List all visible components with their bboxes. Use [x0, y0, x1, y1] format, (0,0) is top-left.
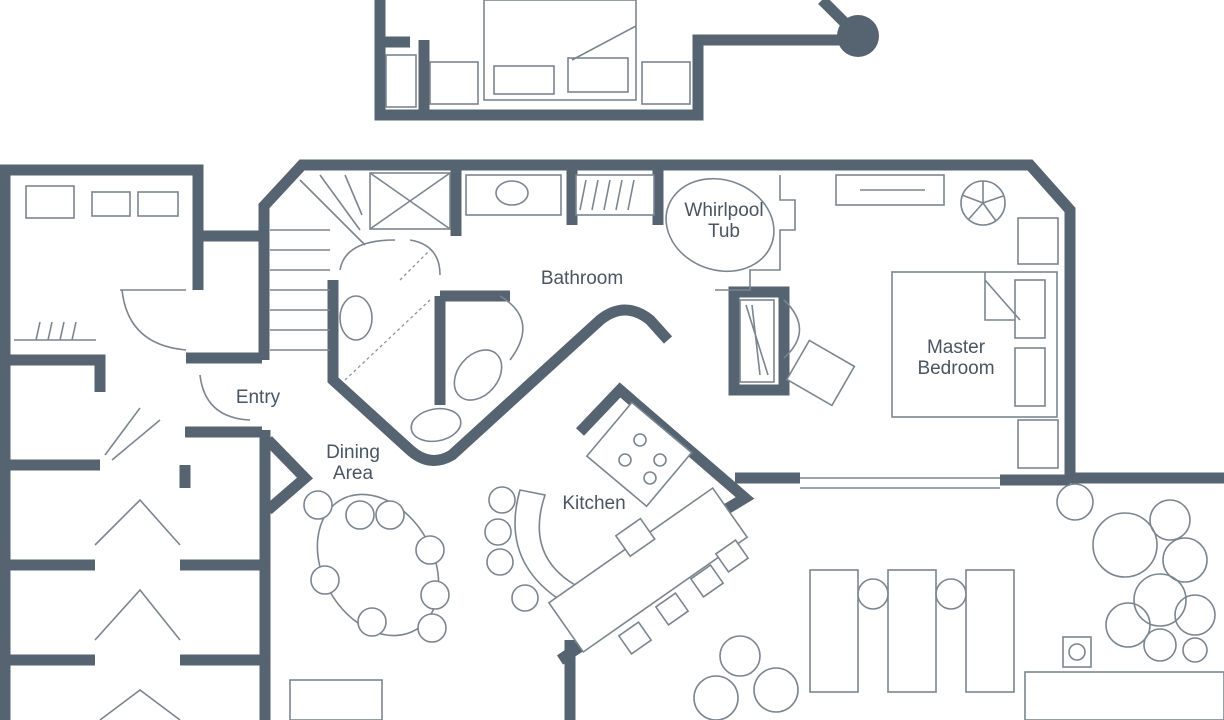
label-master: Master	[927, 337, 986, 358]
label-area: Area	[333, 463, 374, 484]
label-whirlpool: Whirlpool	[684, 200, 763, 221]
room-labels: Whirlpool Tub Bathroom Master Bedroom En…	[236, 200, 995, 514]
label-bedroom: Bedroom	[917, 358, 994, 379]
toilet	[453, 349, 503, 401]
label-dining: Dining	[326, 442, 380, 463]
whirlpool-tub	[665, 177, 775, 273]
upper-bedroom	[374, 0, 879, 121]
furniture	[14, 172, 1224, 720]
label-kitchen: Kitchen	[562, 493, 625, 514]
label-bathroom: Bathroom	[541, 268, 623, 289]
label-tub: Tub	[708, 221, 740, 242]
exterior-walls	[0, 159, 1224, 720]
label-entry: Entry	[236, 387, 281, 408]
